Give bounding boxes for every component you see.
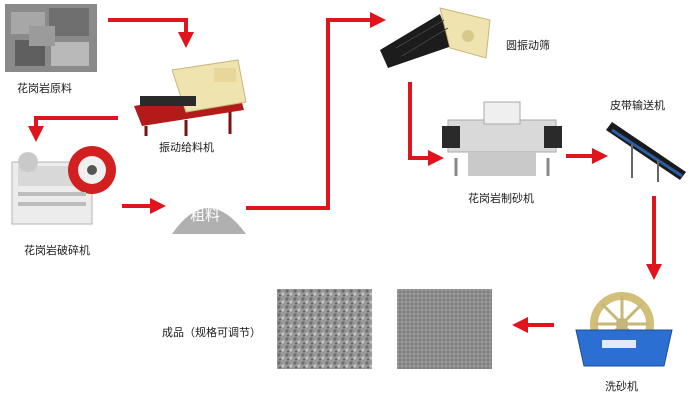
label-feeder: 振动给料机 — [159, 141, 214, 154]
label-crusher: 花岗岩破碎机 — [24, 244, 90, 257]
vibrating-screen-image — [380, 7, 491, 68]
arrow-coarse-to-screen — [246, 12, 386, 210]
label-washer: 洗砂机 — [605, 380, 638, 393]
jaw-crusher-image — [11, 146, 116, 225]
label-conveyor: 皮带输送机 — [610, 99, 665, 112]
label-coarse: 粗料 — [190, 206, 221, 224]
arrow-feeder-to-crusher — [28, 116, 118, 142]
product-gravel-image — [277, 289, 372, 369]
vibrating-feeder-image — [134, 59, 247, 136]
arrow-screen-to-sandmaker — [408, 82, 444, 166]
label-product: 成品（规格可调节） — [162, 326, 261, 339]
label-screen: 圆振动筛 — [506, 39, 550, 52]
arrow-raw-to-feeder — [108, 18, 194, 48]
product-sand-image — [397, 289, 492, 369]
label-sandmaker: 花岗岩制砂机 — [468, 192, 534, 205]
label-raw: 花岗岩原料 — [17, 82, 72, 95]
granite-raw-image — [5, 4, 97, 72]
sand-maker-image — [442, 101, 562, 176]
belt-conveyor-image — [606, 122, 686, 182]
sand-washer-image — [575, 292, 673, 367]
coarse-material-pile — [172, 208, 246, 234]
